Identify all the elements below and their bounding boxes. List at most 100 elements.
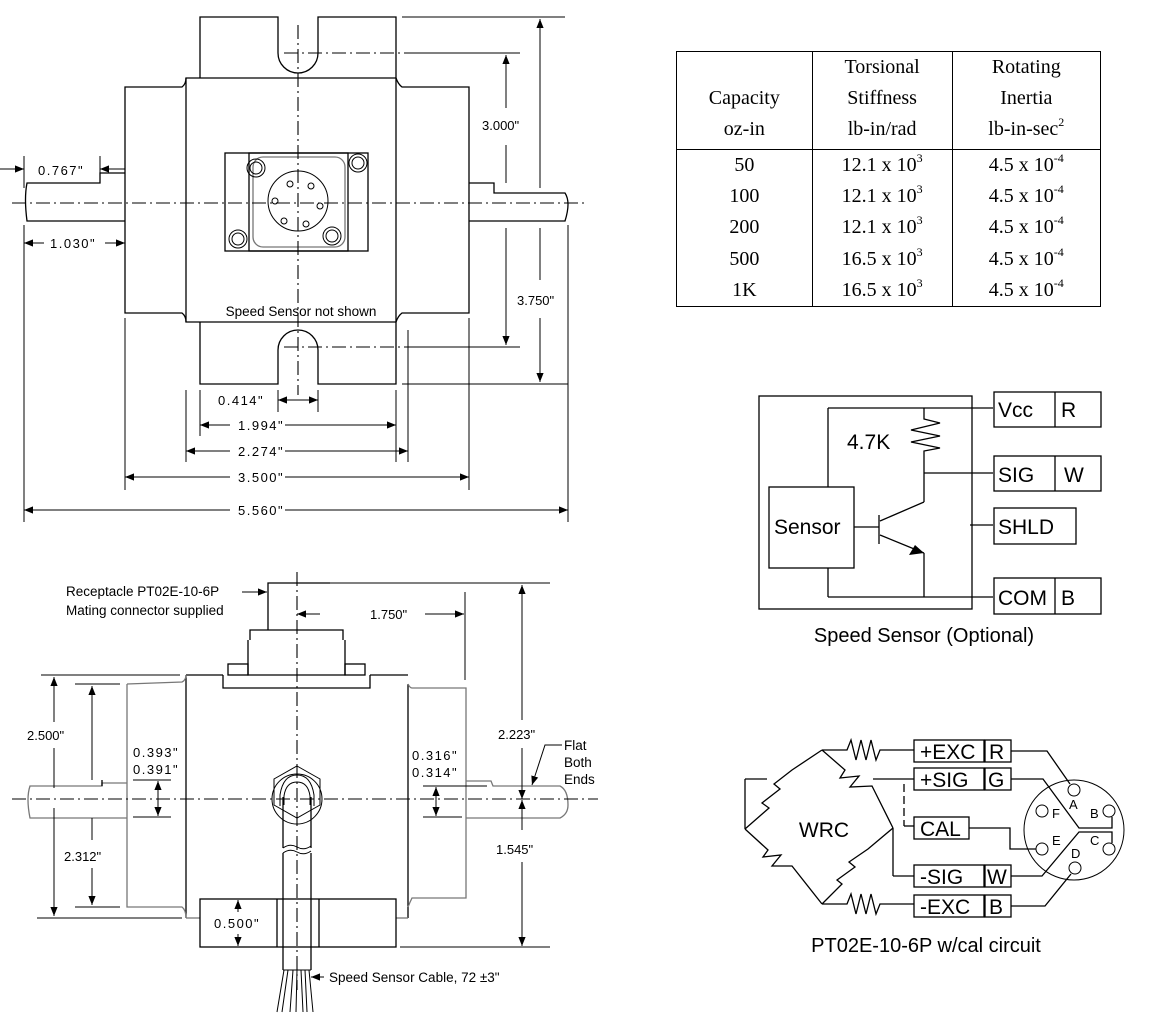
top-tab bbox=[199, 16, 397, 78]
dim-3500: 3.500" bbox=[238, 470, 284, 485]
header-capacity: Capacity oz-in bbox=[676, 51, 813, 150]
pin-d: D bbox=[1071, 846, 1080, 861]
side-dimension-lines bbox=[37, 582, 562, 981]
cell-stiffness: 16.5 x 103 bbox=[811, 243, 953, 275]
dim-2223: 2.223" bbox=[498, 727, 536, 742]
dim-0391: 0.391" bbox=[133, 762, 179, 777]
cell-capacity: 200 bbox=[676, 212, 813, 244]
cell-stiffness: 12.1 x 103 bbox=[811, 181, 953, 213]
wiring-caption: PT02E-10-6P w/cal circuit bbox=[811, 935, 1041, 957]
terminal-color: R bbox=[1061, 399, 1076, 422]
cell-inertia: 4.5 x 10-4 bbox=[951, 181, 1102, 213]
strain-gauge-bridge bbox=[744, 737, 914, 917]
table-row: 1K 16.5 x 103 4.5 x 10-4 bbox=[676, 274, 1102, 307]
terminal-color: B bbox=[1061, 587, 1075, 610]
value: 12.1 x 10 bbox=[841, 185, 917, 208]
sensor-housing bbox=[758, 395, 973, 610]
terminal-cal: CAL bbox=[913, 816, 970, 841]
terminal-signal: +SIG bbox=[920, 769, 968, 792]
cell-capacity: 1K bbox=[676, 274, 813, 307]
terminal-minus-sig: -SIG W bbox=[913, 864, 1012, 889]
value: 4.5 x 10 bbox=[988, 185, 1054, 208]
terminal-signal: SIG bbox=[998, 464, 1034, 487]
table-header-row: Capacity oz-in Torsional Stiffness lb-in… bbox=[676, 51, 1102, 150]
dim-2274: 2.274" bbox=[238, 444, 284, 459]
connector-face bbox=[224, 152, 369, 252]
terminal-vcc: Vcc R bbox=[993, 391, 1102, 428]
resistor-label: 4.7K bbox=[847, 431, 890, 454]
dim-0314: 0.314" bbox=[412, 765, 458, 780]
right-shaft bbox=[469, 182, 569, 222]
left-shaft-side bbox=[27, 782, 127, 819]
cell-capacity: 500 bbox=[676, 243, 813, 275]
bridge-label: WRC bbox=[799, 819, 849, 842]
table-row: 50 12.1 x 103 4.5 x 10-4 bbox=[676, 149, 1102, 182]
bottom-tab bbox=[199, 322, 397, 385]
cell-inertia: 4.5 x 10-4 bbox=[951, 243, 1102, 275]
header-line: Capacity bbox=[708, 87, 780, 109]
exponent: -4 bbox=[1053, 213, 1064, 228]
sensor-label: Sensor bbox=[774, 516, 841, 539]
exponent: -4 bbox=[1053, 182, 1064, 197]
terminal-signal: COM bbox=[998, 587, 1047, 610]
cell-inertia: 4.5 x 10-4 bbox=[951, 274, 1102, 307]
main-body bbox=[124, 77, 470, 323]
exponent: 3 bbox=[916, 151, 923, 166]
cell-capacity: 100 bbox=[676, 181, 813, 213]
wiring-diagram: WRC +EXC R +SIG G CAL -SIG W -EXC B bbox=[744, 737, 1125, 957]
clamp-block bbox=[199, 898, 397, 948]
dim-5560: 5.560" bbox=[238, 503, 284, 518]
exponent: 3 bbox=[916, 275, 923, 290]
flat-note-2: Both bbox=[564, 755, 592, 770]
pin-f: F bbox=[1052, 806, 1060, 821]
header-line: Stiffness bbox=[847, 87, 917, 109]
flat-note-3: Ends bbox=[564, 772, 595, 787]
terminal-shld: SHLD bbox=[993, 507, 1077, 545]
dim-0414: 0.414" bbox=[218, 393, 264, 408]
terminal-signal: CAL bbox=[920, 818, 961, 841]
terminal-color: W bbox=[1064, 464, 1084, 487]
dim-0316: 0.316" bbox=[412, 748, 458, 763]
terminal-sig: SIG W bbox=[993, 455, 1102, 492]
table-row: 100 12.1 x 103 4.5 x 10-4 bbox=[676, 181, 1102, 213]
dim-2312: 2.312" bbox=[64, 849, 102, 864]
terminal-color: B bbox=[989, 896, 1003, 919]
value: 16.5 x 10 bbox=[841, 278, 917, 301]
cell-inertia: 4.5 x 10-4 bbox=[951, 212, 1102, 244]
terminal-color: W bbox=[987, 866, 1007, 889]
header-sup: 2 bbox=[1058, 115, 1065, 129]
exponent: 3 bbox=[916, 213, 923, 228]
left-shaft bbox=[24, 172, 125, 222]
table-row: 500 16.5 x 103 4.5 x 10-4 bbox=[676, 243, 1102, 275]
dim-2500: 2.500" bbox=[27, 728, 65, 743]
cell-inertia: 4.5 x 10-4 bbox=[951, 149, 1102, 182]
dim-3000: 3.000" bbox=[482, 118, 520, 133]
cell-stiffness: 12.1 x 103 bbox=[811, 149, 953, 182]
terminal-color: R bbox=[989, 741, 1004, 764]
dim-1030: 1.030" bbox=[50, 236, 96, 251]
value: 4.5 x 10 bbox=[988, 278, 1054, 301]
pin-b: B bbox=[1090, 806, 1099, 821]
terminal-com: COM B bbox=[993, 577, 1102, 615]
value: 4.5 x 10 bbox=[988, 247, 1054, 270]
side-view: Receptacle PT02E-10-6P Mating connector … bbox=[12, 572, 598, 1013]
value: 12.1 x 10 bbox=[841, 216, 917, 239]
cable-note: Speed Sensor Cable, 72 ±3" bbox=[329, 970, 500, 985]
pin-e: E bbox=[1052, 833, 1061, 848]
terminal-minus-exc: -EXC B bbox=[913, 894, 1012, 919]
header-line: Rotating bbox=[991, 56, 1061, 78]
cell-capacity: 50 bbox=[676, 149, 813, 182]
exponent: -4 bbox=[1053, 151, 1064, 166]
exponent: -4 bbox=[1053, 244, 1064, 259]
dim-0393: 0.393" bbox=[133, 745, 179, 760]
speed-sensor-note: Speed Sensor not shown bbox=[226, 304, 377, 319]
header-line: Inertia bbox=[1000, 87, 1053, 109]
top-view: Speed Sensor not shown bbox=[0, 16, 585, 522]
value: 4.5 x 10 bbox=[988, 216, 1054, 239]
cable-wires bbox=[276, 969, 314, 1013]
mating-connector-label: Mating connector supplied bbox=[66, 603, 224, 618]
dim-0767: 0.767" bbox=[38, 163, 84, 178]
speed-sensor-schematic: Sensor 4.7K Vcc R SIG W SHLD COM B Speed… bbox=[758, 391, 1102, 647]
terminal-plus-exc: +EXC R bbox=[913, 739, 1012, 764]
